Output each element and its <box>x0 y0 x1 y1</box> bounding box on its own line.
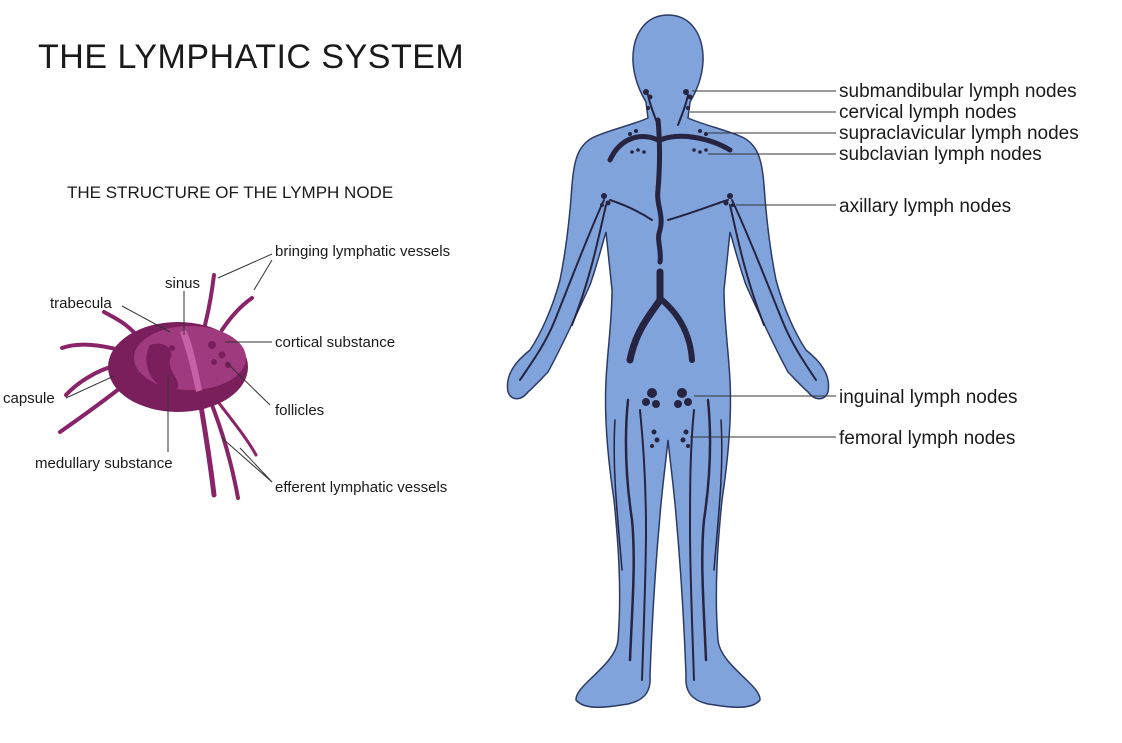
afferent-vessel <box>220 296 254 332</box>
vessel-chest-left <box>609 199 653 221</box>
vessel-trunk <box>655 117 664 265</box>
sinus-zone <box>146 343 179 390</box>
vessel-right-subclavian <box>657 133 733 153</box>
body-labels: submandibular lymph nodes cervical lymph… <box>839 81 1079 449</box>
leader-follicles <box>225 361 271 406</box>
afferent-vessel <box>60 342 122 352</box>
leader-bringing-2 <box>253 259 273 291</box>
cervical-nodes <box>646 106 690 110</box>
inguinal-nodes <box>642 388 692 408</box>
body-silhouette <box>506 14 830 708</box>
body-leader-lines <box>690 90 836 438</box>
follicles <box>162 341 231 368</box>
label-follicles: follicles <box>275 402 324 419</box>
body-lymph-nodes <box>600 89 735 448</box>
label-cervical: cervical lymph nodes <box>839 102 1016 123</box>
subclavian-nodes <box>630 148 708 154</box>
lymph-node-illustration: bringing lymphatic vessels sinus trabecu… <box>3 243 450 500</box>
label-cortical: cortical substance <box>275 334 395 351</box>
leader-trabecula <box>121 305 171 333</box>
trabecula <box>180 330 202 392</box>
label-submandibular: submandibular lymph nodes <box>839 81 1077 102</box>
vessel-right-arm-2 <box>729 204 765 326</box>
femoral-nodes <box>650 429 690 448</box>
vessel-left-leg-3 <box>613 419 623 571</box>
vessel-chest-right <box>667 199 729 221</box>
efferent-vessels <box>197 396 258 500</box>
leader-capsule <box>65 375 115 399</box>
vessel-left-arm-1 <box>519 199 605 381</box>
lymph-node-section-title: THE STRUCTURE OF THE LYMPH NODE <box>67 183 394 202</box>
lymphatic-vessels <box>519 94 817 681</box>
supraclavicular-nodes <box>628 129 708 136</box>
label-trabecula: trabecula <box>50 295 112 312</box>
leader-efferent-1 <box>221 437 273 483</box>
label-bringing: bringing lymphatic vessels <box>275 243 450 260</box>
vessel-left-leg-1 <box>624 398 635 662</box>
axillary-nodes <box>600 193 735 207</box>
label-sinus: sinus <box>165 275 200 292</box>
vessel-right-arm-1 <box>731 199 817 381</box>
label-efferent: efferent lymphatic vessels <box>275 479 447 496</box>
vessel-iliac-right <box>659 297 695 363</box>
label-medullary: medullary substance <box>35 455 173 472</box>
afferent-vessel <box>203 273 216 327</box>
page-title: THE LYMPHATIC SYSTEM <box>38 38 465 76</box>
vessel-right-leg-1 <box>701 398 712 662</box>
efferent-vessel <box>213 396 258 457</box>
efferent-vessel <box>197 397 217 498</box>
efferent-vessel <box>208 398 240 500</box>
vessel-neck-right <box>677 94 689 126</box>
label-supraclavicular: supraclavicular lymph nodes <box>839 123 1079 144</box>
human-body <box>506 14 830 708</box>
label-capsule: capsule <box>3 390 55 407</box>
vessel-left-subclavian <box>607 134 661 163</box>
label-inguinal: inguinal lymph nodes <box>839 387 1018 408</box>
lymph-node-labels: bringing lymphatic vessels sinus trabecu… <box>3 243 450 496</box>
label-femoral: femoral lymph nodes <box>839 428 1015 449</box>
label-axillary: axillary lymph nodes <box>839 196 1011 217</box>
leader-bringing <box>217 253 273 279</box>
leader-efferent-2 <box>239 447 273 483</box>
vessel-left-leg-2 <box>639 409 648 681</box>
vessel-right-leg-2 <box>688 409 695 681</box>
node-leader-lines <box>65 253 273 483</box>
submandibular-nodes <box>643 89 693 100</box>
vessel-left-arm-2 <box>571 204 607 326</box>
label-subclavian: subclavian lymph nodes <box>839 144 1042 165</box>
